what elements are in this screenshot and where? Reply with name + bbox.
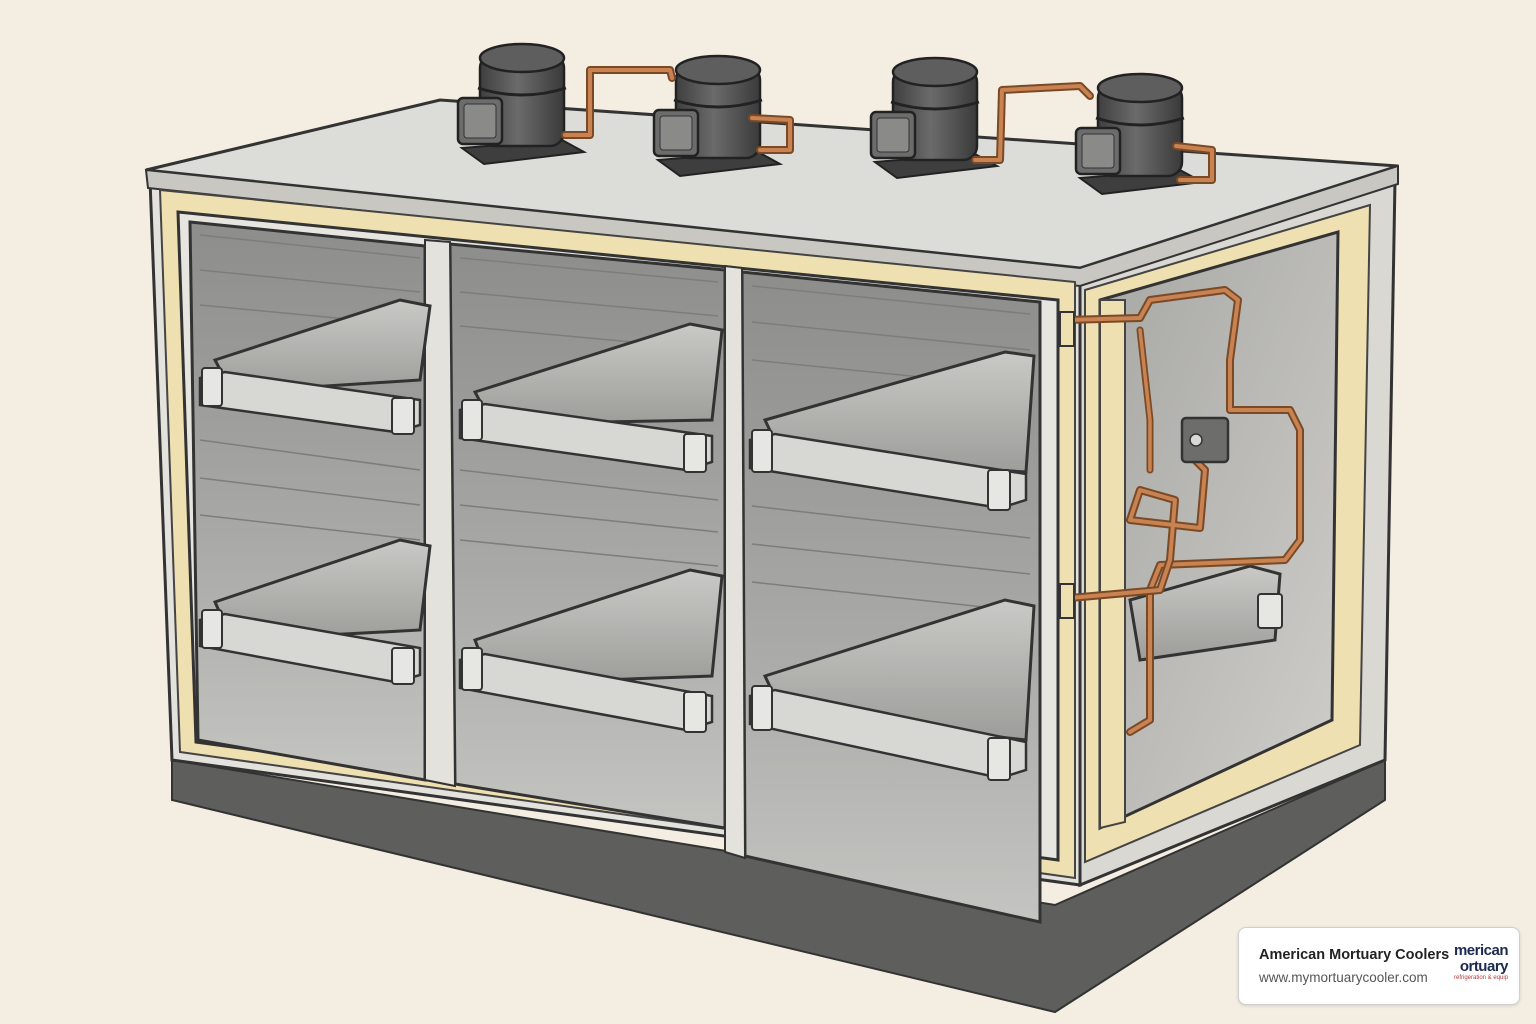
tray-left-lower [198, 538, 432, 685]
top-copper-piping [561, 66, 1216, 184]
control-box [1180, 416, 1230, 464]
compressor [869, 56, 1001, 180]
brand-logo-subtext: refrigeration & equipment made easy to c… [1454, 975, 1508, 981]
brand-card[interactable]: American Mortuary Coolers www.mymortuary… [1238, 927, 1520, 1005]
compressor [652, 54, 784, 178]
tray-right-lower [748, 598, 1036, 781]
brand-url[interactable]: www.mymortuarycooler.com [1259, 970, 1428, 985]
brand-logo-line1: merican [1453, 942, 1508, 959]
compressor [1074, 72, 1206, 196]
brand-logo-line2: ortuary [1459, 958, 1508, 975]
brand-logo: merican ortuary refrigeration & equipmen… [1452, 940, 1508, 992]
cabinet-base [171, 758, 1386, 1014]
tray-right-upper [748, 350, 1036, 511]
side-copper-piping [1061, 286, 1304, 736]
tray-middle-upper [458, 322, 724, 473]
tray-left-upper [198, 298, 432, 435]
tray-side [1128, 564, 1283, 662]
tray-middle-lower [458, 568, 724, 733]
compressor [456, 42, 588, 166]
brand-name: American Mortuary Coolers [1259, 947, 1450, 963]
